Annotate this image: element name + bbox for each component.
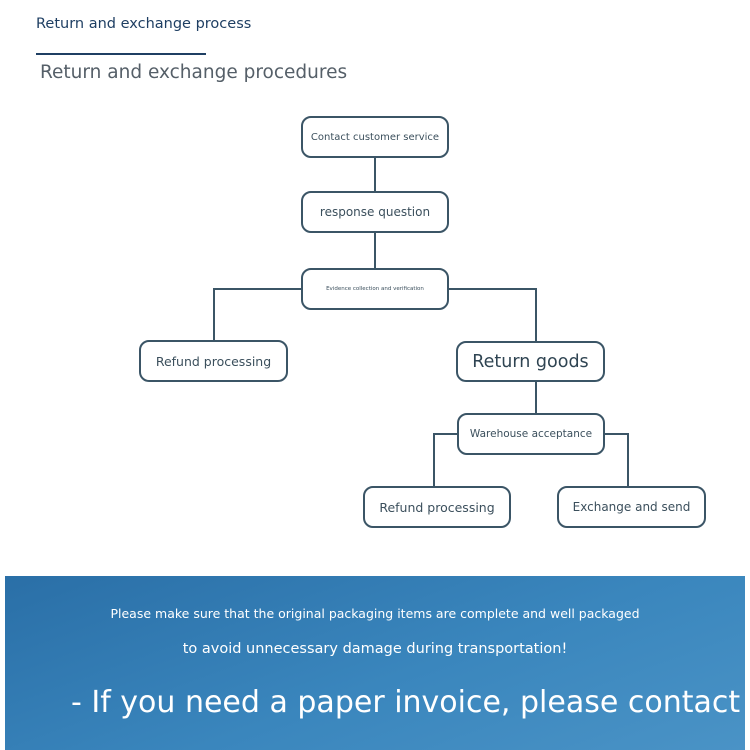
page-header-title: Return and exchange process [36, 16, 252, 32]
connector-warehouse-exchange [605, 433, 629, 486]
node-exchange-and-send: Exchange and send [557, 486, 706, 528]
connector-evidence-refund [213, 288, 302, 340]
flowchart-connectors [213, 158, 629, 486]
connector-evidence-return [449, 288, 537, 341]
node-label: Exchange and send [572, 500, 691, 514]
section-title: Return and exchange procedures [40, 62, 348, 83]
node-label: Refund processing [155, 353, 272, 369]
node-label: response question [319, 205, 431, 219]
header-underline [36, 53, 206, 55]
node-refund-processing-bottom: Refund processing [363, 486, 511, 528]
banner-invoice-notice: - If you need a paper invoice, please co… [71, 685, 741, 720]
node-return-goods: Return goods [456, 341, 605, 382]
node-evidence-collection: Evidence collection and verification [301, 268, 449, 310]
node-label: Refund processing [379, 499, 495, 515]
node-refund-processing-left: Refund processing [139, 340, 288, 382]
notice-banner: Please make sure that the original packa… [5, 576, 745, 750]
node-label: Warehouse acceptance [469, 428, 593, 440]
node-label: Return goods [472, 351, 589, 372]
node-label: Contact customer service [310, 131, 440, 143]
banner-damage-notice: to avoid unnecessary damage during trans… [182, 641, 568, 657]
node-label: Evidence collection and verification [326, 286, 424, 292]
node-contact-customer-service: Contact customer service [301, 116, 449, 158]
node-response-question: response question [301, 191, 449, 233]
connector-warehouse-refund [433, 433, 457, 486]
banner-packaging-notice: Please make sure that the original packa… [110, 606, 640, 621]
node-warehouse-acceptance: Warehouse acceptance [457, 413, 605, 455]
